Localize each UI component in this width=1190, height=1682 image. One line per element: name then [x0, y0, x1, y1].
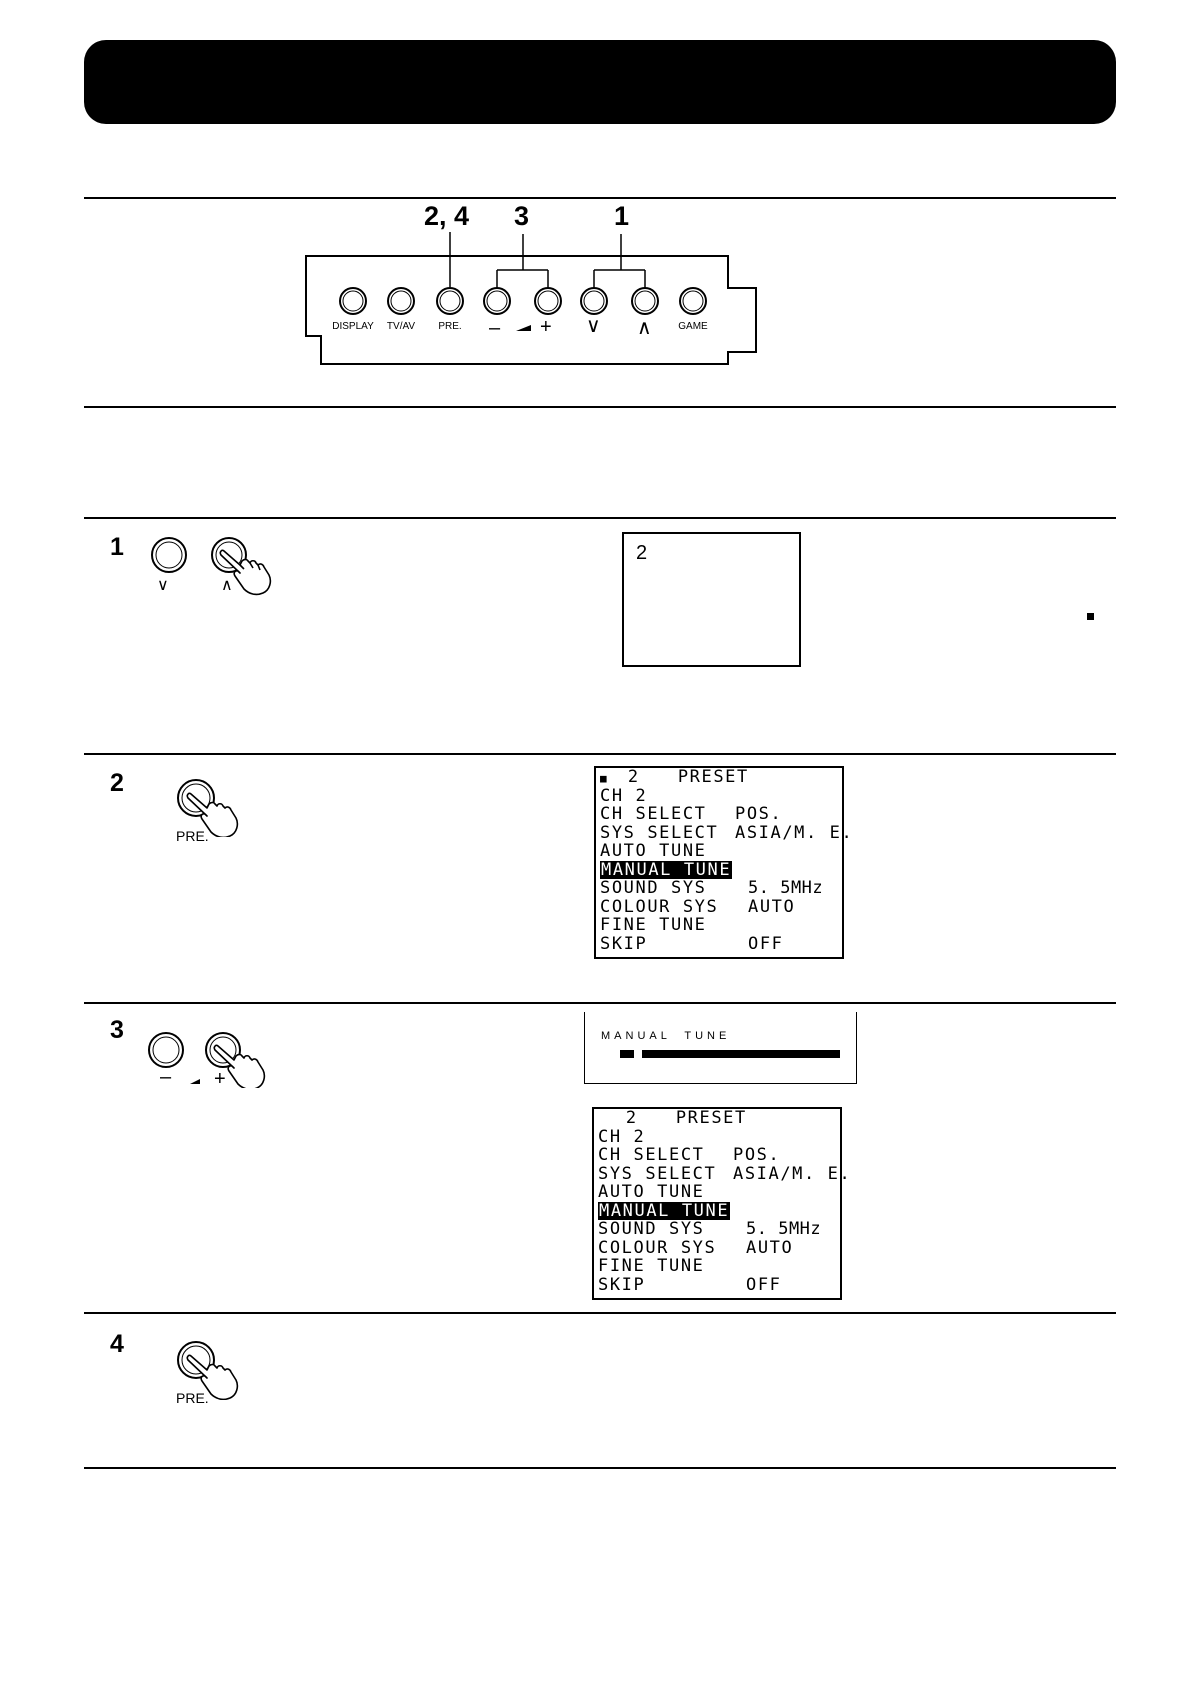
pressing-hand-icon — [186, 1354, 239, 1400]
tuning-bar — [642, 1050, 840, 1058]
step-4: 4 PRE. — [0, 1312, 1190, 1467]
channel-buttons-illustration — [151, 537, 272, 596]
step-1: 1 ∨ ∧ 2 — [0, 517, 1190, 753]
game-button-label: GAME — [678, 321, 708, 332]
osd-row: AUTO TUNE — [600, 841, 707, 861]
volume-up-button[interactable] — [532, 285, 564, 317]
tuning-indicator — [620, 1050, 634, 1058]
divider — [84, 197, 1116, 199]
pressing-hand-icon — [186, 792, 239, 837]
divider — [84, 1002, 1116, 1004]
step-number: 4 — [110, 1330, 124, 1358]
control-panel-diagram: 2, 4 3 1 DISPLAY TV/AV PRE. – + ∨ ∧ GAME — [0, 0, 1190, 400]
callout-3: 3 — [514, 201, 530, 231]
volume-down-button[interactable] — [481, 285, 513, 317]
osd-row: CH 2 — [598, 1126, 646, 1147]
manual-tune-bar-screen: MANUAL TUNE — [584, 1012, 857, 1084]
tv-screen-preview: 2 — [622, 532, 801, 667]
header-bar — [84, 40, 1116, 124]
pressing-hand-icon — [213, 1044, 266, 1088]
divider — [84, 753, 1116, 755]
channel-down-icon: ∨ — [586, 315, 601, 337]
osd-row: FINE TUNE — [598, 1256, 705, 1276]
volume-wedge-icon — [516, 325, 531, 331]
osd-row: CH 2 — [600, 785, 648, 806]
divider — [84, 406, 1116, 408]
tvav-button-label: TV/AV — [386, 321, 416, 332]
game-button[interactable] — [677, 285, 709, 317]
pre-button-illustration — [177, 779, 239, 837]
step-number: 1 — [110, 533, 124, 561]
channel-up-button[interactable] — [629, 285, 661, 317]
callout-2-4: 2, 4 — [424, 201, 470, 231]
minus-icon: – — [489, 317, 501, 339]
step-number: 2 — [110, 769, 124, 797]
osd-row-selected: MANUAL TUNE — [600, 859, 733, 880]
control-panel-outline — [305, 232, 757, 365]
osd-row-selected: MANUAL TUNE — [598, 1200, 731, 1221]
volume-wedge-icon — [190, 1079, 200, 1084]
channel-number: 2 — [636, 542, 648, 564]
pre-button-illustration — [177, 1341, 239, 1400]
channel-up-icon: ∧ — [637, 317, 652, 339]
channel-up-symbol: ∧ — [221, 577, 233, 594]
tvav-button[interactable] — [385, 285, 417, 317]
volume-buttons-illustration — [148, 1032, 266, 1088]
minus-symbol: – — [160, 1066, 172, 1088]
pre-label: PRE. — [176, 828, 209, 844]
step-number: 3 — [110, 1016, 124, 1044]
callout-1: 1 — [614, 201, 630, 231]
bullet-square — [1087, 613, 1094, 620]
pre-button-label: PRE. — [438, 321, 462, 332]
pre-button[interactable] — [434, 285, 466, 317]
divider — [84, 1312, 1116, 1314]
divider — [84, 1467, 1116, 1469]
osd-row: FINE TUNE — [600, 915, 707, 935]
manual-tune-label: MANUAL TUNE — [601, 1030, 731, 1042]
pre-label: PRE. — [176, 1390, 209, 1406]
plus-symbol: + — [214, 1068, 226, 1090]
pressing-hand-icon — [219, 549, 272, 596]
channel-down-button[interactable] — [578, 285, 610, 317]
plus-icon: + — [540, 316, 552, 338]
display-button-label: DISPLAY — [332, 321, 374, 332]
divider — [84, 517, 1116, 519]
osd-row: AUTO TUNE — [598, 1182, 705, 1202]
channel-down-symbol: ∨ — [157, 577, 169, 594]
display-button[interactable] — [337, 285, 369, 317]
